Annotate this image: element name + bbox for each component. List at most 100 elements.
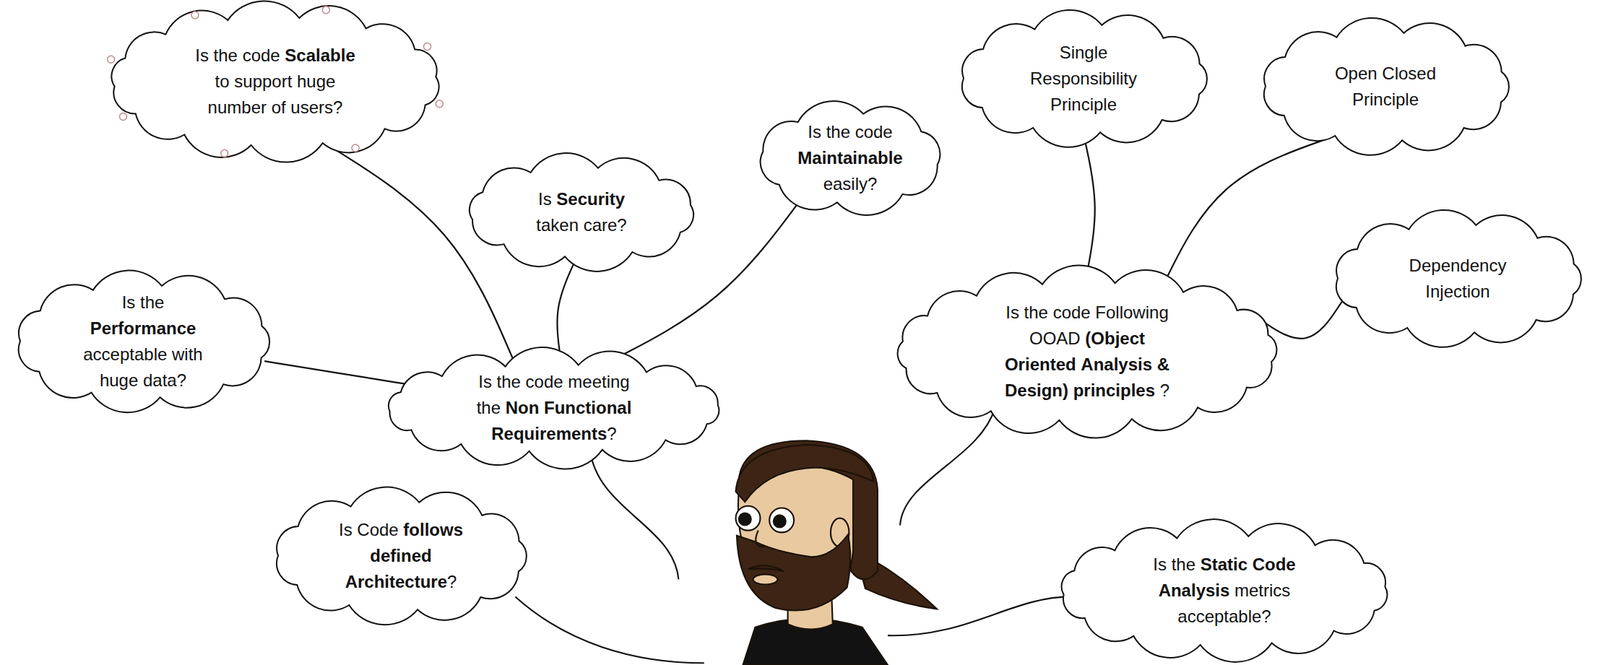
cloud-shape: [1263, 18, 1509, 156]
text-line: Responsibility: [1030, 65, 1137, 92]
text-line: Principle: [1050, 91, 1117, 118]
bold-word: follows: [403, 520, 464, 540]
word: code: [525, 372, 569, 392]
mouth: [753, 574, 778, 585]
beard: [736, 534, 851, 611]
selection-handle: [351, 144, 360, 152]
word: the: [140, 292, 164, 313]
word: Is: [1005, 302, 1024, 323]
word-tail: [1229, 580, 1235, 601]
text-line: Is the Static Code: [1152, 551, 1296, 578]
word: defined: [369, 546, 432, 566]
word: Is: [538, 189, 557, 209]
cloud-text: Is Code followsdefinedArchitecture?: [338, 517, 464, 596]
word: Maintainable: [797, 148, 903, 168]
word-tail: [1247, 554, 1253, 575]
eye: [736, 506, 761, 531]
developer-figure: [736, 440, 937, 665]
bold-word: Functional: [543, 398, 632, 418]
bold-word: Security: [556, 189, 625, 209]
word: Is: [122, 292, 141, 313]
word: code: [242, 45, 286, 66]
cloud-text: DependencyInjection: [1409, 252, 1507, 305]
text-line: Performance: [90, 315, 197, 342]
word: the: [213, 45, 243, 66]
text-line: the Non Functional: [476, 395, 633, 422]
word: Dependency: [1409, 255, 1507, 276]
text-line: Principle: [1352, 86, 1419, 113]
cloud-bubble: Open ClosedPrinciple: [1253, 20, 1519, 154]
word: Analysis: [1080, 354, 1157, 375]
word: Is: [478, 372, 497, 392]
word: follows: [403, 520, 464, 540]
text-line: to support huge: [215, 68, 336, 95]
word: acceptable?: [1177, 606, 1271, 627]
mustache: [748, 565, 784, 572]
cloud-shape: [18, 270, 269, 414]
text-line: Dependency: [1409, 252, 1507, 279]
word: Analysis: [1158, 580, 1235, 601]
word-tail: [1076, 354, 1082, 375]
text-line: number of users?: [208, 94, 344, 121]
cloud-text: Is the code Scalableto support hugenumbe…: [195, 42, 356, 121]
bold-word: Code: [1252, 554, 1296, 575]
word: the: [1024, 302, 1054, 323]
bold-word: Design): [1004, 380, 1069, 401]
word: Security: [556, 189, 625, 209]
connector: [1163, 138, 1327, 284]
selection-handle: [221, 149, 229, 157]
word: Injection: [1425, 281, 1490, 302]
word: Single: [1059, 42, 1109, 63]
bold-word: Scalable: [284, 45, 355, 66]
word: with: [171, 344, 203, 365]
cloud-bubble: Is the code meetingthe Non FunctionalReq…: [377, 352, 731, 465]
word: Open: [1334, 63, 1382, 84]
cloud-text: Is the Static CodeAnalysis metricsaccept…: [1152, 551, 1296, 630]
cloud-text: Is the code FollowingOOAD (ObjectOriente…: [1004, 299, 1170, 404]
text-line: Is the: [122, 289, 165, 316]
word: code: [1053, 302, 1096, 323]
word-tail: [1155, 380, 1161, 401]
cloud-text: Open ClosedPrinciple: [1334, 60, 1437, 113]
text-line: Architecture?: [345, 569, 458, 596]
bold-word: Analysis: [1080, 354, 1153, 375]
bold-word: Non: [505, 398, 540, 418]
text-line: huge data?: [99, 367, 187, 394]
bold-word: Performance: [90, 318, 197, 339]
word: care?: [583, 215, 627, 235]
cloud-text: Is the code meetingthe Non FunctionalReq…: [476, 369, 633, 448]
connector: [1084, 137, 1096, 278]
cloud-bubble: Is Security taken care?: [458, 155, 705, 270]
selection-handle: [435, 100, 443, 108]
word: ?: [1160, 380, 1170, 401]
word: support: [234, 71, 297, 92]
cloud-shape: [388, 347, 719, 469]
word: Closed: [1381, 63, 1437, 84]
text-line: Analysis metrics: [1158, 577, 1291, 604]
text-line: taken care?: [535, 212, 627, 239]
bold-word: defined: [369, 546, 432, 566]
hair-fringe: [736, 444, 875, 503]
word: taken: [535, 215, 583, 235]
word: &: [1157, 354, 1170, 375]
text-line: defined: [369, 543, 432, 570]
cloud-shape: [760, 101, 941, 216]
word: Is: [195, 45, 214, 66]
text-line: Requirements?: [491, 421, 617, 448]
word: (Object: [1084, 328, 1145, 349]
word-tail: ?: [606, 424, 617, 444]
cloud-shape: [961, 10, 1207, 148]
word-tail: ?: [447, 572, 457, 592]
word: the: [1171, 554, 1201, 575]
leader-line: [515, 596, 704, 664]
text-line: acceptable with: [83, 341, 203, 368]
word: Following: [1095, 302, 1169, 323]
word: to: [215, 71, 235, 92]
word: Is: [1152, 554, 1171, 575]
word: the: [496, 372, 526, 392]
cloud-bubble: Is thePerformanceacceptable withhuge dat…: [7, 273, 279, 411]
word: Performance: [90, 318, 197, 339]
cloud-text: Is the codeMaintainableeasily?: [797, 119, 903, 198]
word: Static: [1200, 554, 1253, 575]
